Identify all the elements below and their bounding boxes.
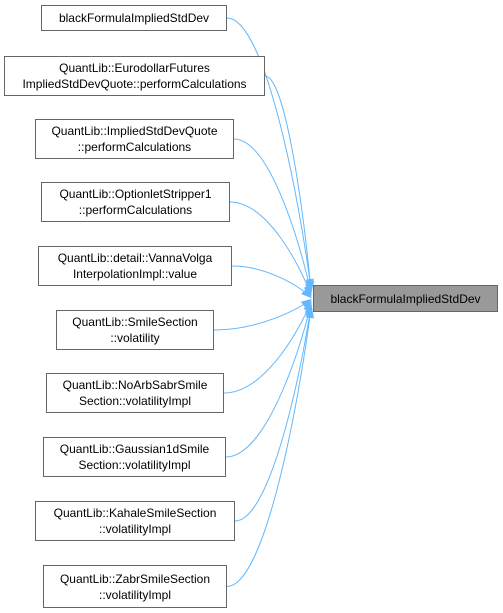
call-edge <box>223 301 312 394</box>
arrowhead <box>301 287 313 299</box>
caller-node-label: QuantLib::Gaussian1dSmile <box>59 442 210 456</box>
caller-node-label: QuantLib::EurodollarFutures <box>59 61 210 75</box>
call-edge <box>234 306 312 522</box>
caller-node-label: QuantLib::detail::VannaVolga <box>57 251 213 265</box>
caller-node-label: QuantLib::OptionletStripper1 <box>59 187 212 201</box>
arrowhead <box>300 298 313 309</box>
caller-node-label: InterpolationImpl::value <box>72 267 198 281</box>
caller-node-label: QuantLib::NoArbSabrSmile <box>62 378 208 392</box>
caller-node-label: ::performCalculations <box>78 203 193 217</box>
call-edge <box>233 138 312 294</box>
caller-node-label: ::performCalculations <box>77 140 192 154</box>
caller-node[interactable]: blackFormulaImpliedStdDev <box>41 5 227 31</box>
caller-node[interactable]: QuantLib::detail::VannaVolga Interpolati… <box>38 246 232 286</box>
caller-node-label: blackFormulaImpliedStdDev <box>58 11 210 25</box>
call-edge <box>226 308 312 587</box>
target-function-label: blackFormulaImpliedStdDev <box>330 291 481 306</box>
arrowhead <box>305 307 314 319</box>
call-edges <box>213 17 315 587</box>
caller-node-label: Section::volatilityImpl <box>78 458 191 472</box>
caller-node[interactable]: QuantLib::SmileSection ::volatility <box>56 310 214 350</box>
caller-node-label: QuantLib::ZabrSmileSection <box>59 571 211 586</box>
caller-node-label: QuantLib::SmileSection <box>72 315 198 329</box>
caller-node-label: QuantLib::KahaleSmileSection <box>53 506 217 520</box>
caller-node[interactable]: QuantLib::Gaussian1dSmile Section::volat… <box>43 437 226 477</box>
caller-node[interactable]: QuantLib::ZabrSmileSection ::volatilityI… <box>43 565 227 608</box>
call-edge <box>226 17 312 289</box>
call-edge <box>229 201 312 296</box>
caller-node-label: ::volatilityImpl <box>98 522 172 536</box>
call-edge <box>225 303 312 458</box>
caller-node-label: QuantLib::ImpliedStdDevQuote <box>51 124 218 138</box>
caller-node-label: ImpliedStdDevQuote::performCalculations <box>22 77 247 91</box>
caller-node[interactable]: QuantLib::EurodollarFutures ImpliedStdDe… <box>4 56 265 96</box>
call-edge <box>213 299 312 331</box>
caller-node-label: Section::volatilityImpl <box>78 394 192 408</box>
caller-node-label: ::volatility <box>110 331 160 345</box>
caller-node[interactable]: QuantLib::KahaleSmileSection ::volatilit… <box>35 501 235 541</box>
caller-node[interactable]: QuantLib::NoArbSabrSmile Section::volati… <box>46 373 224 413</box>
caller-node[interactable]: QuantLib::ImpliedStdDevQuote ::performCa… <box>35 119 234 159</box>
caller-node[interactable]: QuantLib::OptionletStripper1 ::performCa… <box>41 182 230 222</box>
target-function-node: blackFormulaImpliedStdDev <box>313 285 498 312</box>
call-edge <box>264 75 312 291</box>
call-edge <box>231 265 312 298</box>
caller-node-label: ::volatilityImpl <box>98 587 172 602</box>
